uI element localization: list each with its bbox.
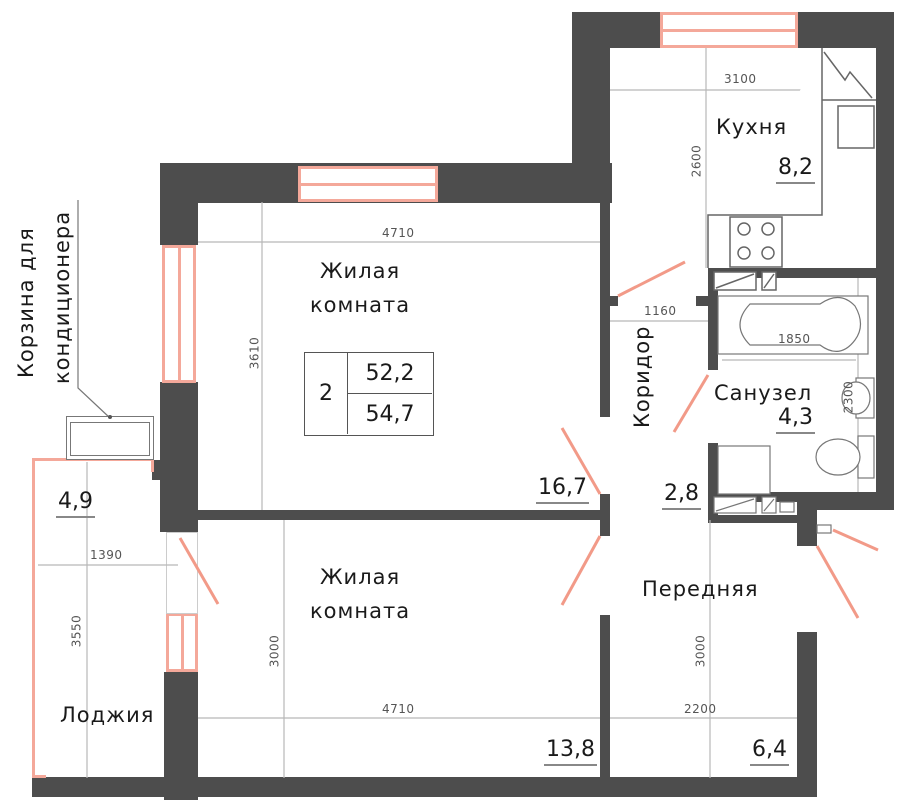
wall-corridor-left-upper: [600, 202, 610, 417]
dim-kitchen-width: 3100: [724, 72, 757, 86]
wall-kitchen-bottom: [708, 268, 894, 278]
room-hall-name: Передняя: [642, 577, 759, 601]
room-living1-name: Жилая комната: [310, 259, 411, 317]
kitchen-furniture: [707, 48, 876, 291]
room-loggia-area: 4,9: [56, 490, 95, 518]
total-area: 54,7: [365, 401, 415, 427]
window-kitchen-top: [660, 12, 798, 48]
wall-left-upper: [160, 163, 198, 245]
wall-right: [876, 12, 894, 510]
ac-basket-inner: [70, 422, 150, 456]
loggia-rail-left: [32, 458, 46, 778]
wall-corridor-left-mid: [600, 494, 610, 536]
wall-corridor-left-lower: [600, 615, 610, 783]
dim-bath-length: 1850: [778, 332, 811, 346]
ac-basket-label-line2: кондиционера: [50, 210, 74, 384]
wall-bath-left-lower: [708, 443, 718, 521]
wall-bath-bottom2: [708, 515, 800, 523]
bathroom-fixtures: [713, 295, 875, 534]
dim-living1-width: 4710: [382, 226, 415, 240]
dim-corridor-width: 1160: [644, 304, 677, 318]
wall-right-lower: [797, 632, 817, 797]
door-swings: [178, 260, 879, 619]
wall-bath-bottom: [708, 492, 808, 502]
wall-rooms-divider: [198, 510, 600, 520]
room-corridor-name: Коридор: [630, 325, 654, 428]
room-count: 2: [305, 353, 348, 434]
dim-living1-height: 3610: [247, 336, 262, 370]
dim-kitchen-height: 2600: [689, 144, 704, 178]
dimension-lines: [38, 48, 859, 778]
apartment-summary: 2 52,2 54,7: [304, 352, 434, 436]
dim-hall-height: 3000: [693, 634, 708, 668]
wall-corridor-stub: [600, 296, 618, 306]
wall-right-step: [800, 492, 894, 510]
wall-bath-left-upper: [708, 268, 718, 370]
wall-bottom: [32, 777, 814, 797]
dim-bathroom-height: 2300: [841, 380, 856, 414]
living-area: 52,2: [348, 353, 432, 394]
window-living2-left: [166, 613, 198, 672]
dim-loggia-width: 1390: [90, 548, 123, 562]
balcony-door-opening: [166, 532, 198, 614]
window-living1-top: [298, 166, 438, 202]
wall-left-mid: [160, 382, 198, 532]
room-bathroom-area: 4,3: [776, 406, 815, 434]
room-kitchen-area: 8,2: [776, 156, 815, 184]
wall-loggia-divider: [152, 460, 164, 480]
room-bathroom-name: Санузел: [714, 381, 813, 405]
dim-living2-width: 4710: [382, 702, 415, 716]
ac-basket-label-line1: Корзина для: [14, 227, 38, 378]
room-living1-area: 16,7: [536, 476, 589, 504]
wall-right-pillar: [797, 492, 817, 546]
dim-loggia-height: 3550: [69, 614, 84, 648]
room-living2-name: Жилая комната: [310, 565, 411, 623]
window-living1-left: [162, 245, 196, 383]
room-living2-area: 13,8: [544, 738, 597, 766]
wall-bath-stub: [696, 296, 718, 306]
room-corridor-area: 2,8: [662, 482, 701, 510]
room-loggia-name: Лоджия: [60, 703, 155, 727]
room-kitchen-name: Кухня: [716, 115, 788, 139]
dim-living2-height: 3000: [267, 634, 282, 668]
dim-hall-width: 2200: [684, 702, 717, 716]
ac-leader-line: [77, 200, 111, 419]
room-hall-area: 6,4: [750, 738, 789, 766]
